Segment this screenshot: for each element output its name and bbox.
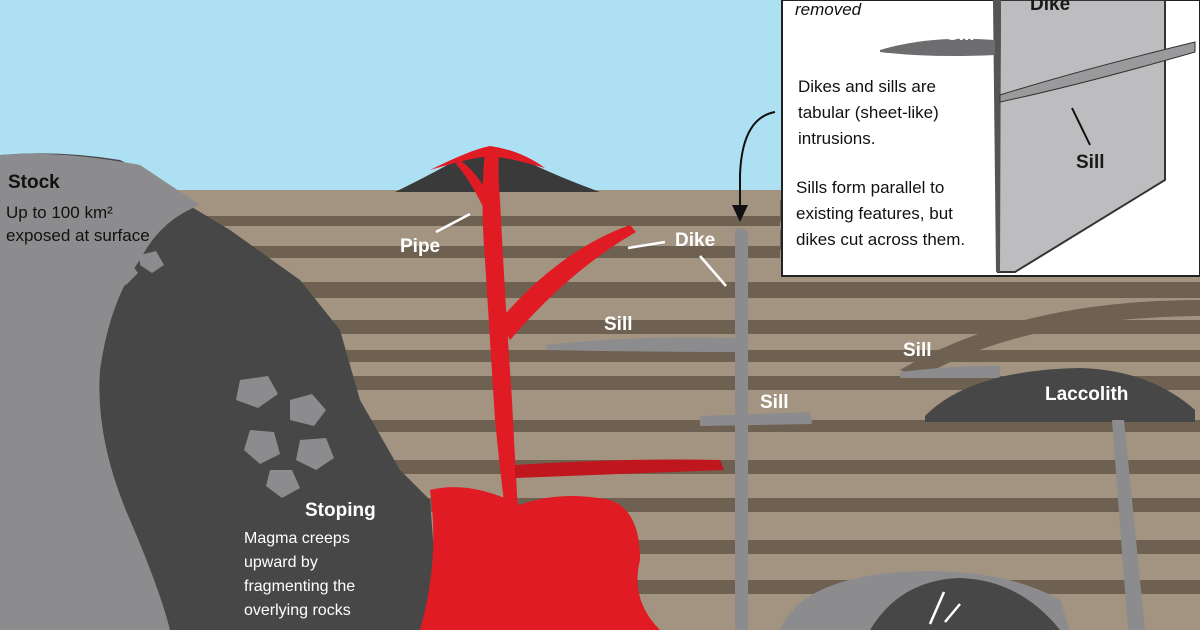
stoping-label: Stoping [305, 500, 376, 521]
stock-area-line1: Up to 100 km² [6, 203, 113, 222]
stoping-desc-line2: upward by [244, 554, 318, 571]
dike-label: Dike [675, 230, 716, 251]
inset-sill-arrow-label: Sill [1076, 152, 1105, 173]
pipe-label: Pipe [400, 236, 441, 257]
stoping-desc-line1: Magma creeps [244, 530, 350, 547]
sill-label-mid: Sill [760, 392, 789, 413]
stock-area-line2: exposed at surface [6, 226, 150, 245]
stoping-desc-line4: overlying rocks [244, 602, 351, 619]
inset-para1-line1: Dikes and sills are [798, 77, 936, 96]
inset-sill-top-label: Sill [946, 24, 975, 45]
inset-para2-line2: existing features, but [796, 204, 953, 223]
label-arrows [435, 212, 961, 625]
stoping-blocks [110, 251, 334, 498]
stoping-desc-line3: fragmenting the [244, 578, 356, 595]
inset-para2-line3: dikes cut across them. [796, 230, 966, 249]
magma-pipe-system [420, 148, 724, 630]
stock-label: Stock [8, 172, 60, 193]
sill-label-upper: Sill [604, 314, 633, 335]
callout-arrow [739, 111, 776, 212]
gray-intrusions [545, 228, 1195, 630]
inset-para2-line1: Sills form parallel to [796, 178, 945, 197]
inset-para1-line2: tabular (sheet-like) [798, 103, 939, 122]
laccolith-label: Laccolith [1045, 384, 1129, 405]
stock-margin [0, 153, 200, 630]
inset-para1-line3: intrusions. [798, 129, 876, 148]
sill-label-right: Sill [903, 340, 932, 361]
inset-italic-note: removed [795, 0, 862, 19]
inset-dike-label: Dike [1030, 0, 1071, 15]
inset-block-illustration [880, 0, 1196, 273]
inset-sill-arrow [1071, 107, 1091, 146]
